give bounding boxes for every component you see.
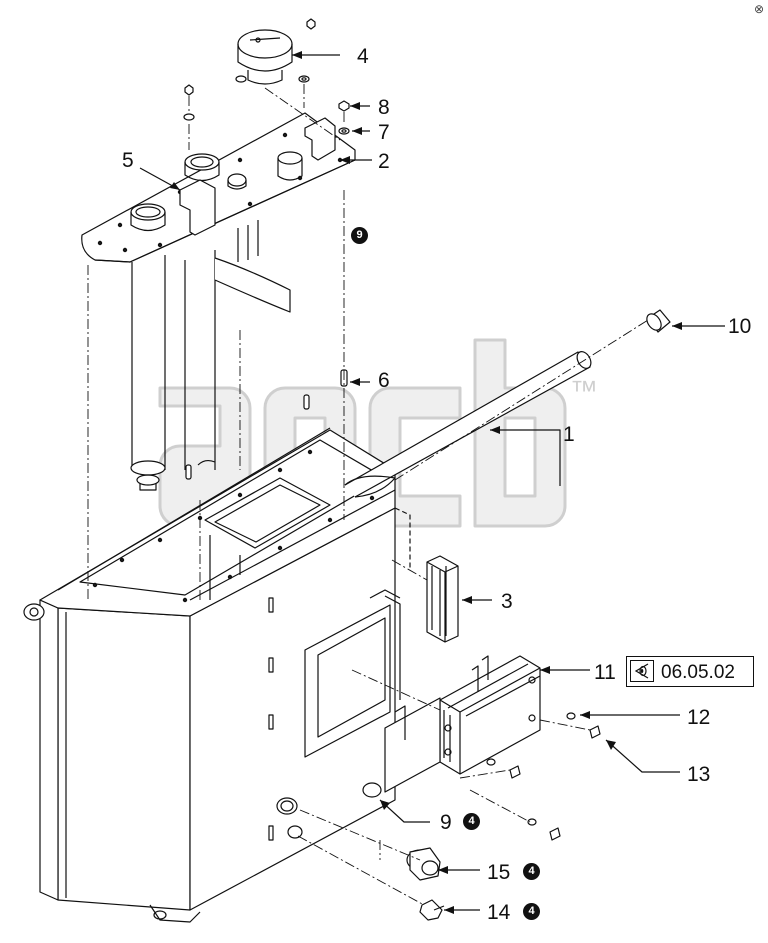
nut-and-washer xyxy=(183,84,350,135)
eye-view-icon xyxy=(630,660,654,682)
callout-2: 2 xyxy=(378,150,390,173)
badge-note-14: 4 xyxy=(523,903,540,920)
badge-note-9: 4 xyxy=(463,813,480,830)
badge-note-15: 4 xyxy=(523,863,540,880)
control-module xyxy=(369,589,541,793)
callout-11: 11 xyxy=(594,661,616,684)
callout-5: 5 xyxy=(122,149,134,172)
watermark-trademark: ™ xyxy=(570,375,598,406)
callout-8: 8 xyxy=(378,96,390,119)
callout-14: 14 xyxy=(487,901,511,924)
level-gauge xyxy=(426,555,459,643)
reference-code: 06.05.02 xyxy=(661,662,735,683)
badge-note-top: 9 xyxy=(351,227,368,244)
callout-7: 7 xyxy=(378,121,390,144)
top-plate xyxy=(81,112,356,263)
centerlines xyxy=(87,84,649,906)
callout-10: 10 xyxy=(728,315,752,338)
callout-3: 3 xyxy=(501,590,513,613)
callout-1: 1 xyxy=(563,423,575,446)
reference-link-box[interactable]: 06.05.02 xyxy=(626,656,754,687)
callout-12: 12 xyxy=(687,706,711,729)
tank-housing xyxy=(23,427,411,923)
callout-6: 6 xyxy=(378,369,390,392)
callout-4: 4 xyxy=(357,45,369,68)
dipstick-tube xyxy=(344,351,592,498)
suction-tubes xyxy=(130,220,291,491)
callout-13: 13 xyxy=(687,763,711,786)
drain-fittings xyxy=(406,847,445,921)
callout-15: 15 xyxy=(487,861,511,884)
screws xyxy=(486,712,601,841)
corner-mark-icon: ⊗ xyxy=(753,2,764,16)
callout-9: 9 xyxy=(440,811,452,834)
tube-cap xyxy=(646,309,671,333)
filler-cap xyxy=(235,18,316,85)
